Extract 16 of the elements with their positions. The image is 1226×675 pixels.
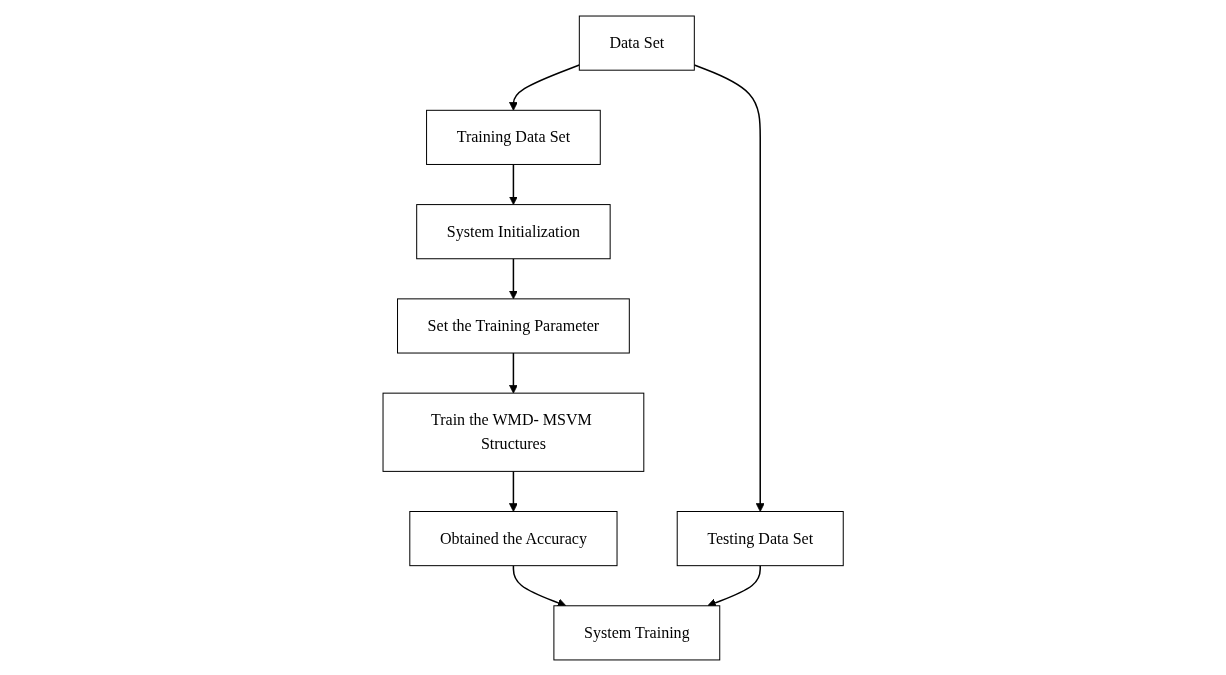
- node-box: Data Set: [578, 15, 695, 71]
- arrow: [508, 163, 518, 205]
- node-box: Testing Data Set: [676, 510, 844, 566]
- node-box: Obtained the Accuracy: [409, 510, 618, 566]
- node-box: System Training: [553, 604, 721, 660]
- arrow: [508, 351, 518, 394]
- node-box: Set the Training Parameter: [396, 297, 630, 354]
- arrow: [693, 63, 765, 512]
- node-box: System Initialization: [416, 203, 611, 259]
- arrow: [508, 257, 518, 299]
- node-box: Train the WMD- MSVM Structures: [382, 392, 645, 472]
- arrow: [512, 564, 567, 607]
- arrow: [508, 63, 580, 111]
- arrow: [707, 564, 761, 607]
- node-box: Training Data Set: [425, 109, 601, 165]
- arrow: [508, 470, 518, 512]
